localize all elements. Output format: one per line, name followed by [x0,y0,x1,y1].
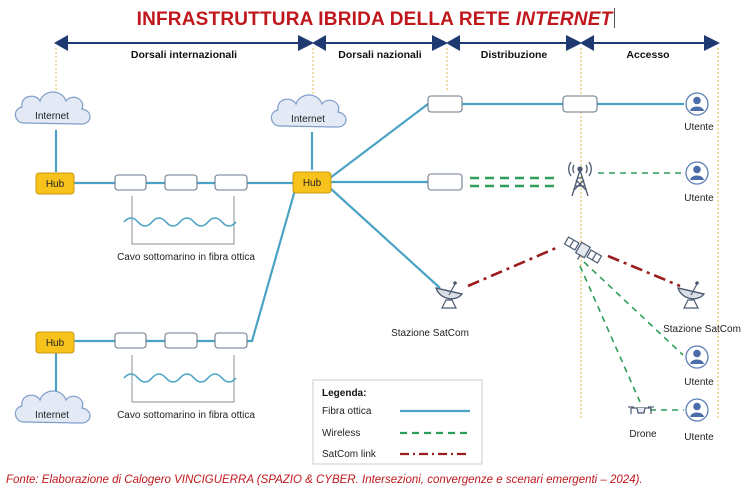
cell-tower-icon [568,161,592,197]
user-label-1: Utente [684,122,714,133]
legend-box [312,379,483,465]
hub-bottom: Hub [35,331,75,354]
satcom-user-dish-icon [677,280,705,309]
section-label-national: Dorsali nazionali [338,49,422,61]
cable-label-top: Cavo sottomarino in fibra ottica [117,252,255,263]
repeater-box [214,332,248,349]
user-label-3: Utente [684,377,714,388]
title-prefix: INFRASTRUTTURA IBRIDA DELLA RETE [136,9,516,30]
repeaters-bottom [114,332,248,349]
satcom-station-label: Stazione SatCom [391,328,469,339]
satcom-user-station-label: Stazione SatCom [663,324,741,335]
title-emphasis: INTERNET [515,9,613,30]
repeater-box [114,332,147,349]
drone-icon [628,406,654,414]
wireless-links [470,172,684,411]
repeater-box [164,332,198,349]
legend: Legenda: Fibra ottica Wireless SatCom li… [312,379,483,465]
hub-label: Hub [46,338,65,349]
cloud-label: Internet [35,410,69,421]
hub-top: Hub [35,172,75,195]
user-label-4: Utente [684,432,714,443]
hub-center: Hub [292,171,332,194]
user-icon [685,345,709,369]
link-hub-center-distribution-top [329,103,429,179]
access-node-top [562,95,598,113]
satcom-station-dish-icon [435,280,463,309]
distribution-node-top [427,95,463,113]
hub-label: Hub [46,179,65,190]
submarine-cable-top [123,196,237,245]
repeater-box [114,174,147,191]
repeater-box [214,174,248,191]
cloud-label: Internet [291,114,325,125]
section-label-distribution: Distribuzione [481,49,548,61]
cable-label-bottom: Cavo sottomarino in fibra ottica [117,410,255,421]
fiber-links [54,102,684,396]
hub-label: Hub [303,178,322,189]
link-wireless-sat-drone [579,265,641,403]
legend-label-fiber: Fibra ottica [322,406,372,417]
user-icon [685,398,709,422]
section-scale: Dorsali internazionali Dorsali nazionali… [54,35,720,61]
text-cursor [614,8,616,28]
user-icon [685,161,709,185]
distribution-node-mid [427,173,463,191]
link-satcom-station-satellite [467,246,557,288]
repeater-box [164,174,198,191]
link-cable-bottom-hub-center [247,189,297,343]
link-hub-center-satcom [329,187,441,289]
diagram-title: INFRASTRUTTURA IBRIDA DELLA RETE INTERNE… [0,8,752,31]
legend-label-wireless: Wireless [322,428,360,439]
repeaters-top [114,174,248,191]
internet-cloud-center: Internet [270,94,347,128]
legend-label-satcom: SatCom link [322,449,377,460]
satellite-icon [563,236,603,264]
user-icon [685,92,709,116]
drone-label: Drone [629,429,657,440]
cloud-label: Internet [35,111,69,122]
link-satcom-satellite-station [607,254,681,288]
legend-title: Legenda: [322,388,366,399]
source-footnote: Fonte: Elaborazione di Calogero VINCIGUE… [6,474,643,486]
satcom-links [467,246,681,288]
submarine-cable-bottom [123,355,237,403]
internet-cloud-bottom-left: Internet [14,390,91,424]
section-label-international: Dorsali internazionali [131,49,237,61]
user-label-2: Utente [684,193,714,204]
section-label-access: Accesso [626,49,669,61]
link-wireless-sat-user3 [583,261,684,356]
internet-cloud-top-left: Internet [14,91,91,125]
distribution-nodes [427,95,598,191]
